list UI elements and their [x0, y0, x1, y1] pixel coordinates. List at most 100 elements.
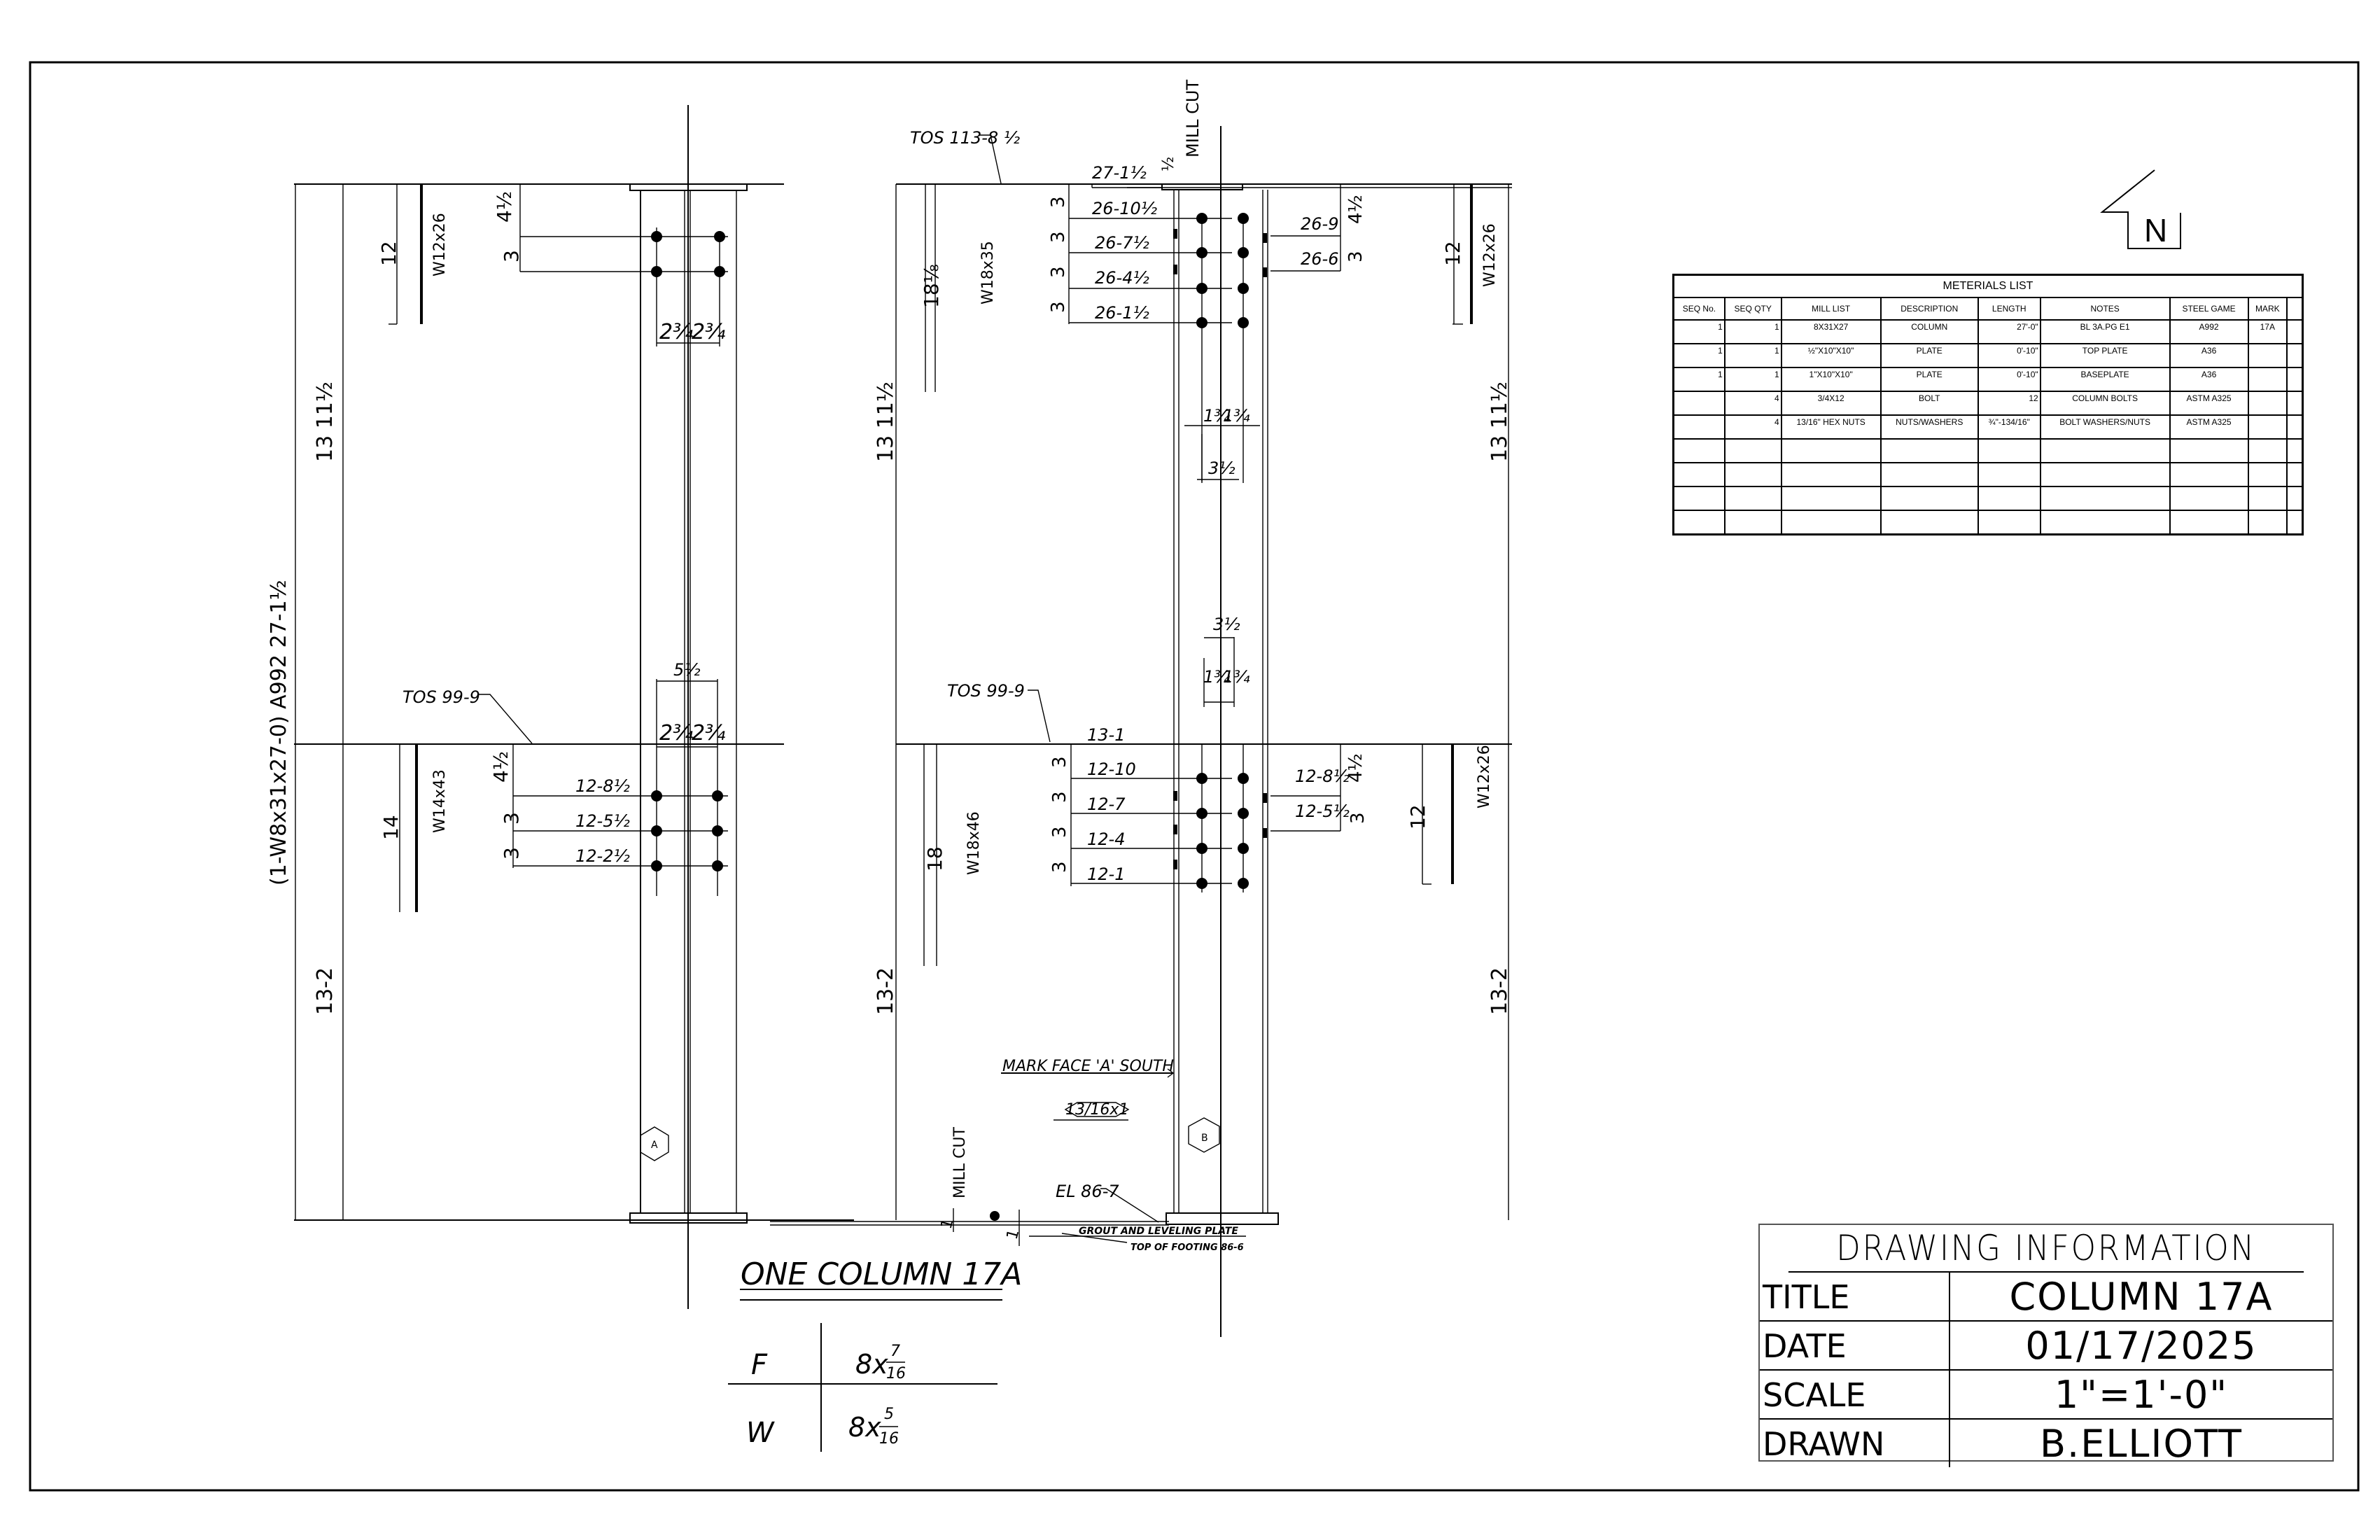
cell: A36 — [2169, 367, 2249, 392]
column-b-top-elev-3: 26-4½ — [1095, 268, 1149, 288]
column-b-mid-elev-3: 12-4 — [1087, 830, 1125, 849]
col-header-mark: MARK — [2247, 297, 2288, 321]
column-a-mid-gage-left: 2¾ — [659, 721, 693, 746]
column-a-top-depth: 12 — [377, 241, 400, 266]
cell — [2286, 319, 2304, 344]
column-b-mid-length: 13-1 — [1087, 725, 1125, 745]
cell: 1 — [1723, 367, 1782, 392]
grout-note: GROUT AND LEVELING PLATE — [1079, 1226, 1238, 1237]
bottom-dim-1: 1 — [938, 1217, 958, 1231]
cell — [1672, 391, 1726, 416]
column-a-elevation — [294, 105, 854, 1309]
weld-row-w-value: 8x — [848, 1412, 881, 1443]
column-b-top-elev-2: 26-7½ — [1095, 233, 1149, 253]
column-a-tos: TOS 99-9 — [402, 687, 480, 707]
column-a-gage-right: 2¾ — [692, 320, 725, 344]
cell: 1 — [1672, 367, 1726, 392]
cell: 1"X10"X10" — [1780, 367, 1882, 392]
cell: ASTM A325 — [2169, 391, 2249, 416]
col-header-seq-qty: SEQ QTY — [1723, 297, 1782, 321]
weld-row-f-label: F — [751, 1349, 768, 1381]
column-b-mid-left-spacing-3: 3 — [1049, 826, 1070, 838]
column-b-gage-mid-left: 1¾ — [1203, 667, 1231, 687]
cell: 27'-0" — [1977, 319, 2041, 344]
column-a-top-edge: 4½ — [493, 191, 516, 223]
materials-list-header-row: SEQ No. SEQ QTY MILL LIST DESCRIPTION LE… — [1672, 297, 2304, 321]
column-b-mid-left-beam: W18x46 — [965, 811, 983, 875]
col-header-notes: NOTES — [2039, 297, 2171, 321]
cell — [2286, 391, 2304, 416]
table-row — [1672, 486, 2304, 511]
col-header-length: LENGTH — [1977, 297, 2041, 321]
column-b-mid-elev-2: 12-7 — [1087, 794, 1126, 814]
col-header-description: DESCRIPTION — [1879, 297, 1979, 321]
mill-cut-top-dim: ½ — [1160, 157, 1177, 172]
cell — [1672, 414, 1726, 440]
weld-row-f-num: 7 — [890, 1343, 900, 1360]
column-a-gage-left: 2¾ — [659, 320, 693, 344]
cell: 4 — [1723, 391, 1782, 416]
cell: 4 — [1723, 414, 1782, 440]
weld-row-w-label: W — [746, 1417, 775, 1449]
info-row-drawn: DRAWN B.ELLIOTT — [1760, 1420, 2332, 1467]
cell: BOLT — [1879, 391, 1979, 416]
cell: COLUMN BOLTS — [2039, 391, 2171, 416]
north-arrow-label: N — [2144, 212, 2167, 248]
hex-mark-a-icon — [640, 1126, 669, 1161]
table-row — [1672, 510, 2304, 536]
mill-cut-top: MILL CUT — [1183, 80, 1203, 158]
column-a-top-spacing: 3 — [500, 250, 523, 262]
column-b-top-elev-4: 26-1½ — [1095, 303, 1149, 323]
column-a-lower-height: 13-2 — [313, 967, 337, 1015]
info-scale-value: 1"=1'-0" — [2054, 1373, 2229, 1417]
column-b-mid-left-spacing-4: 3 — [1049, 861, 1070, 873]
hex-mark-a-label: A — [651, 1140, 658, 1151]
drawing-information-block: DRAWING INFORMATION TITLE COLUMN 17A DAT… — [1758, 1224, 2334, 1467]
member-callout: (1-W8x31x27-0) A992 27-1½ — [267, 580, 291, 886]
col-header-seq-no: SEQ No. — [1672, 297, 1726, 321]
column-b-top-left-beam: W18x35 — [979, 241, 997, 304]
column-b-gage-small-right: 1¾ — [1223, 406, 1250, 426]
cell — [2247, 343, 2288, 368]
cell — [2286, 343, 2304, 368]
cell: 1 — [1723, 343, 1782, 368]
cell — [2286, 414, 2304, 440]
hex-mark-b-icon — [1188, 1117, 1220, 1153]
cell — [2247, 414, 2288, 440]
sheet-border — [29, 61, 2360, 1492]
cell: 17A — [2247, 319, 2288, 344]
column-b-top-length: 27-1½ — [1092, 163, 1147, 183]
column-a-mid-spacing-1: 3 — [500, 812, 523, 825]
materials-list-table: METERIALS LIST SEQ No. SEQ QTY MILL LIST… — [1672, 274, 2304, 536]
bottom-dim-2: 1 — [1004, 1228, 1023, 1242]
cell: 8X31X27 — [1780, 319, 1882, 344]
column-b-mid-right-edge: 4½ — [1345, 753, 1366, 783]
cell: 1 — [1723, 319, 1782, 344]
cell: BOLT WASHERS/NUTS — [2039, 414, 2171, 440]
column-b-top-right-depth: 12 — [1441, 241, 1464, 266]
column-a-elev-3: 12-2½ — [575, 846, 630, 866]
col-header-spacer — [2286, 297, 2304, 321]
column-a-mid-beam: W14x43 — [431, 769, 449, 833]
cell: ASTM A325 — [2169, 414, 2249, 440]
column-b-mid-right-beam: W12x26 — [1476, 745, 1493, 808]
info-title-value: COLUMN 17A — [2009, 1275, 2274, 1319]
column-a-elev-2: 12-5½ — [575, 811, 630, 831]
column-b-top-left-spacing-4: 3 — [1048, 301, 1069, 313]
column-b-mid-right-elev-1: 12-8½ — [1295, 766, 1350, 786]
column-b-top-right-spacing: 3 — [1345, 251, 1366, 262]
elevation-label: EL 86-7 — [1056, 1182, 1119, 1201]
column-b-mid-right-depth: 12 — [1406, 804, 1429, 830]
column-a-elev-1: 12-8½ — [575, 776, 630, 796]
weld-symbol-label: 13/16x1 — [1065, 1101, 1128, 1119]
info-scale-label: SCALE — [1760, 1371, 1950, 1418]
weld-table — [728, 1289, 1002, 1452]
north-arrow-icon — [2100, 169, 2181, 249]
weld-row-w-num: 5 — [884, 1406, 894, 1423]
materials-list-title: METERIALS LIST — [1672, 274, 2304, 298]
mark-face-note: MARK FACE 'A' SOUTH — [1002, 1058, 1174, 1075]
